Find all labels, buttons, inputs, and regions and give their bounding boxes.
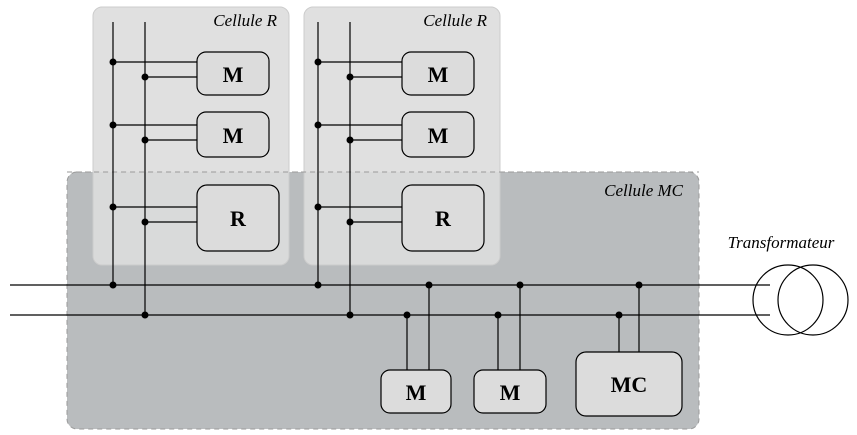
left-m2-label: M [223,123,244,148]
bottom-m2-label: M [500,380,521,405]
left-m2-block [196,111,270,158]
transformer-icon [752,264,849,336]
left-m1-label: M [223,62,244,87]
bottom-mc-label: MC [611,372,648,397]
transformer-label: Transformateur [728,233,835,252]
right-r-label: R [435,206,452,231]
bottom-m1-label: M [406,380,427,405]
right-m1-label: M [428,62,449,87]
bottom-mc-block [575,351,683,417]
wiring [10,22,770,370]
right-r-block [401,184,485,252]
cell-r-right-label: Cellule R [423,11,487,30]
bottom-m1-block [380,369,452,414]
right-m1-block [401,51,475,96]
left-r-label: R [230,206,247,231]
left-r-block [196,184,280,252]
bottom-m2-block [473,369,547,414]
left-m1-block [196,51,270,96]
right-m2-block [401,111,475,158]
cell-mc-label: Cellule MC [604,181,684,200]
junction-dots [109,58,643,319]
right-m2-label: M [428,123,449,148]
cell-r-left-label: Cellule R [213,11,277,30]
